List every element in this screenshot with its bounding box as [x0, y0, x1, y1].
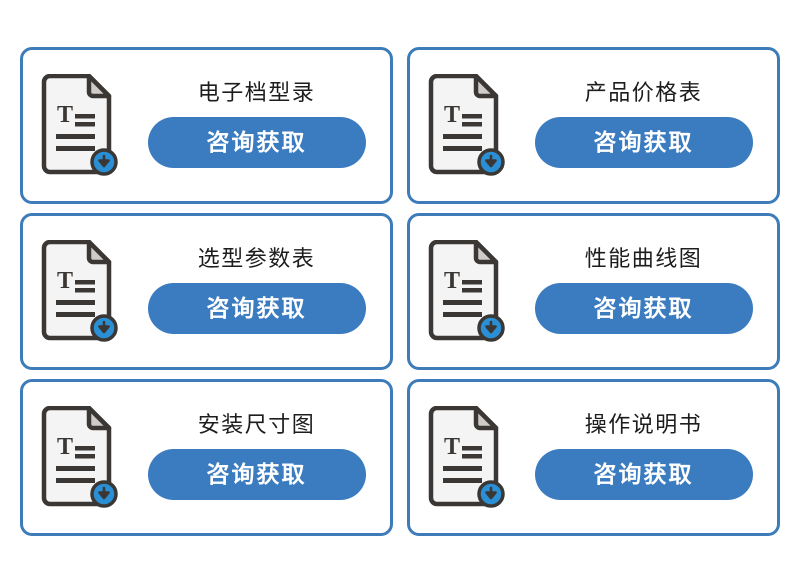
card-body: 产品价格表 咨询获取 [516, 81, 771, 169]
card-body: 性能曲线图 咨询获取 [516, 247, 771, 335]
resource-card-performance-curve-chart[interactable]: T 性能曲线图 咨询获取 [407, 213, 780, 370]
card-title: 电子档型录 [197, 80, 316, 106]
consult-acquire-button[interactable]: 咨询获取 [147, 448, 366, 500]
svg-text:T: T [57, 268, 73, 294]
card-title: 选型参数表 [197, 246, 316, 272]
document-download-icon: T [37, 405, 123, 510]
card-body: 操作说明书 咨询获取 [516, 413, 771, 501]
document-download-icon: T [424, 239, 510, 344]
resource-card-selection-parameter-table[interactable]: T 选型参数表 咨询获取 [20, 213, 393, 370]
svg-text:T: T [57, 434, 73, 460]
document-download-icon: T [424, 405, 510, 510]
svg-text:T: T [444, 102, 460, 128]
svg-text:T: T [444, 268, 460, 294]
resource-card-electronic-catalog[interactable]: T 电子档型录 咨询获取 [20, 47, 393, 204]
card-title: 安装尺寸图 [197, 412, 316, 438]
document-download-icon: T [37, 73, 123, 178]
resource-card-installation-dimension-drawing[interactable]: T 安装尺寸图 咨询获取 [20, 379, 393, 536]
svg-text:T: T [444, 434, 460, 460]
card-body: 安装尺寸图 咨询获取 [129, 413, 384, 501]
resource-card-product-price-list[interactable]: T 产品价格表 咨询获取 [407, 47, 780, 204]
card-title: 性能曲线图 [584, 246, 703, 272]
document-download-icon: T [37, 239, 123, 344]
card-title: 操作说明书 [584, 412, 703, 438]
consult-acquire-button[interactable]: 咨询获取 [147, 282, 366, 334]
consult-acquire-button[interactable]: 咨询获取 [534, 282, 753, 334]
consult-acquire-button[interactable]: 咨询获取 [534, 116, 753, 168]
document-download-icon: T [424, 73, 510, 178]
card-body: 选型参数表 咨询获取 [129, 247, 384, 335]
consult-acquire-button[interactable]: 咨询获取 [534, 448, 753, 500]
svg-text:T: T [57, 102, 73, 128]
download-resource-grid: T 电子档型录 咨询获取 T [20, 47, 780, 536]
consult-acquire-button[interactable]: 咨询获取 [147, 116, 366, 168]
resource-card-operation-manual[interactable]: T 操作说明书 咨询获取 [407, 379, 780, 536]
card-title: 产品价格表 [584, 80, 703, 106]
card-body: 电子档型录 咨询获取 [129, 81, 384, 169]
